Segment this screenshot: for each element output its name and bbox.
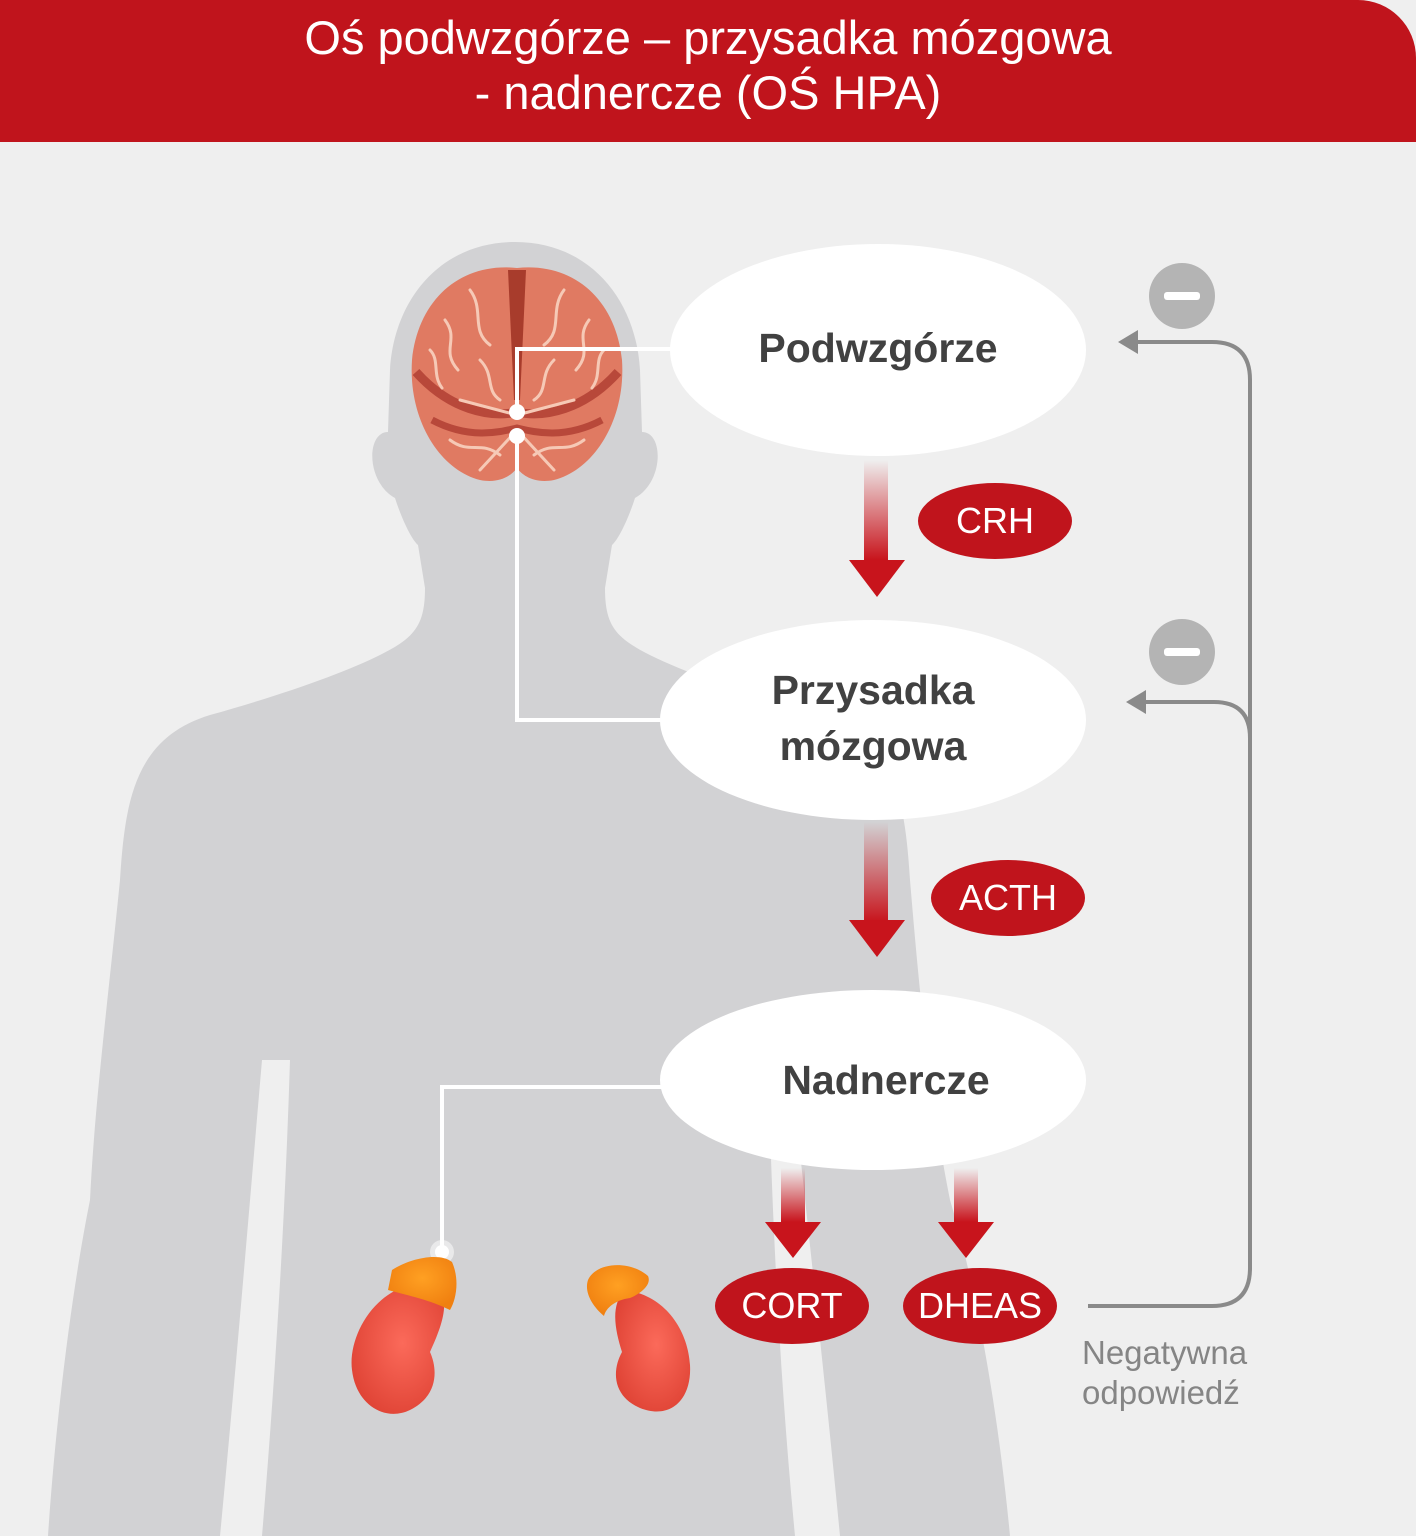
pituitary-label-line-2: mózgowa [779, 723, 967, 769]
title-banner: Oś podwzgórze – przysadka mózgowa - nadn… [0, 0, 1416, 142]
pituitary-connector [515, 436, 662, 722]
arrow-cort [765, 1168, 821, 1258]
adrenal-dot [435, 1245, 449, 1259]
crh-label: CRH [956, 500, 1034, 541]
minus-icon-middle [1149, 619, 1215, 685]
pituitary-label-line-1: Przysadka [771, 667, 975, 713]
feedback-loop [1088, 340, 1252, 1308]
hypothalamus-dot [509, 404, 525, 420]
hypothalamus-connector [515, 347, 672, 412]
arrow-crh [849, 460, 905, 597]
left-arm-gap [220, 1060, 290, 1536]
pituitary-label: Przysadka mózgowa [673, 662, 1073, 774]
connector-lines [440, 347, 672, 1252]
cort-label: CORT [741, 1285, 843, 1326]
feedback-line-2: odpowiedź [1082, 1374, 1240, 1411]
cort-pill [715, 1268, 869, 1344]
feedback-branch-line [1142, 700, 1252, 739]
minus-icon-top [1149, 263, 1215, 329]
adrenal-node [660, 990, 1086, 1170]
body-silhouette [48, 242, 1010, 1536]
right-kidney [615, 1290, 691, 1412]
arrow-dheas [938, 1168, 994, 1258]
adrenal-connector [440, 1085, 662, 1252]
adrenal-label: Nadnercze [782, 1057, 990, 1103]
pituitary-node [660, 620, 1086, 820]
left-adrenal-gland [388, 1256, 457, 1310]
feedback-arrowhead-hypothalamus [1118, 330, 1138, 354]
acth-label: ACTH [959, 877, 1057, 918]
feedback-main-line [1088, 340, 1252, 1308]
negative-feedback-caption: Negatywna odpowiedź [1082, 1333, 1382, 1413]
title-line-1: Oś podwzgórze – przysadka mózgowa [304, 11, 1112, 64]
dheas-pill [903, 1268, 1057, 1344]
title-line-2: - nadnercze (OŚ HPA) [474, 66, 942, 119]
left-kidney [351, 1285, 445, 1414]
right-adrenal-gland [586, 1265, 649, 1316]
dheas-label: DHEAS [917, 1285, 1043, 1326]
pituitary-dot [509, 428, 525, 444]
hypothalamus-node [670, 244, 1086, 456]
crh-pill [918, 483, 1072, 559]
acth-pill [931, 860, 1085, 936]
feedback-line-1: Negatywna [1082, 1334, 1248, 1371]
feedback-arrowhead-pituitary [1126, 690, 1146, 714]
hypothalamus-label: Podwzgórze [758, 325, 998, 371]
arrow-acth [849, 822, 905, 957]
